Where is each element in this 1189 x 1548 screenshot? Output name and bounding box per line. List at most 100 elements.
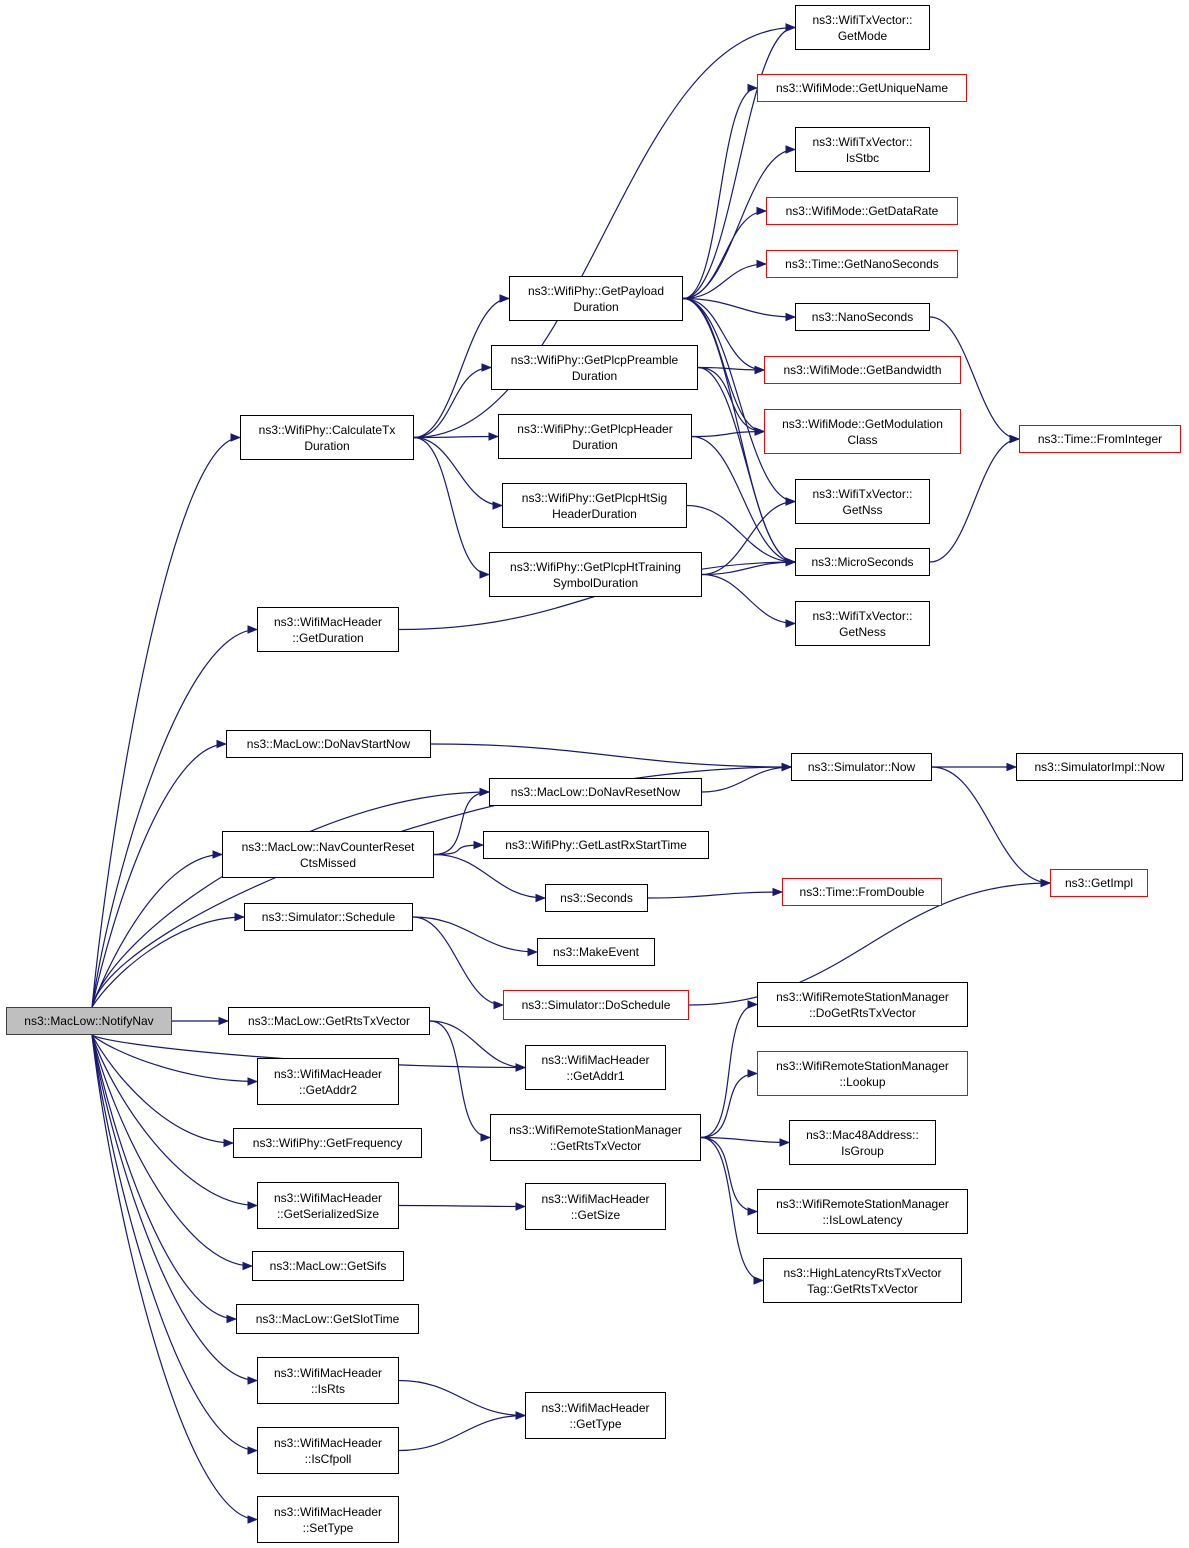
node-simulator-do-schedule[interactable]: ns3::Simulator::DoSchedule <box>503 990 689 1020</box>
node-mac48address-is-group[interactable]: ns3::Mac48Address::IsGroup <box>789 1120 936 1165</box>
node-nanoseconds[interactable]: ns3::NanoSeconds <box>795 303 930 331</box>
node-macheader-get-addr2[interactable]: ns3::WifiMacHeader::GetAddr2 <box>257 1058 399 1105</box>
node-label-line: ::IsRts <box>310 1381 345 1396</box>
node-wifiphy-get-last-rx-start-time[interactable]: ns3::WifiPhy::GetLastRxStartTime <box>483 831 709 859</box>
node-txvector-get-nss[interactable]: ns3::WifiTxVector::GetNss <box>795 479 930 524</box>
node-macheader-is-rts[interactable]: ns3::WifiMacHeader::IsRts <box>257 1357 399 1404</box>
node-make-event[interactable]: ns3::MakeEvent <box>537 938 655 966</box>
node-label-line: ns3::WifiPhy::GetPlcpHtTraining <box>510 559 681 574</box>
edge-calctx-to-plcphdr <box>413 432 500 441</box>
node-maclow-do-nav-reset-now[interactable]: ns3::MacLow::DoNavResetNow <box>489 778 702 806</box>
node-simulatorimpl-now[interactable]: ns3::SimulatorImpl::Now <box>1016 753 1183 781</box>
edge-rsmgetrts-to-highlat <box>700 1136 765 1285</box>
node-label-line: ns3::WifiMacHeader <box>273 1190 383 1205</box>
node-label-line: ns3::WifiPhy::GetPlcpPreamble <box>510 352 679 367</box>
node-simulator-now[interactable]: ns3::Simulator::Now <box>791 753 932 781</box>
node-seconds[interactable]: ns3::Seconds <box>545 884 648 912</box>
edge-payload-to-getmode <box>682 23 797 300</box>
node-simulator-schedule[interactable]: ns3::Simulator::Schedule <box>244 903 413 931</box>
edge-root-to-addr1 <box>91 1034 527 1072</box>
node-label-line: ns3::Simulator::DoSchedule <box>521 998 671 1012</box>
node-remotestationmanager-is-low-latency[interactable]: ns3::WifiRemoteStationManager::IsLowLate… <box>757 1189 968 1234</box>
node-label-line: GetNss <box>842 502 883 517</box>
node-label-line: ns3::GetImpl <box>1064 876 1134 890</box>
node-macheader-get-duration[interactable]: ns3::WifiMacHeader::GetDuration <box>257 607 399 652</box>
edge-root-to-getduration <box>91 625 259 1008</box>
node-macheader-get-serialized-size[interactable]: ns3::WifiMacHeader::GetSerializedSize <box>257 1182 399 1229</box>
edge-calctx-to-htsig <box>413 436 504 510</box>
node-label-line: ns3::WifiPhy::GetPlcpHeader <box>517 421 673 436</box>
edge-httrain-to-getnss <box>701 497 797 576</box>
node-wifiphy-get-frequency[interactable]: ns3::WifiPhy::GetFrequency <box>233 1128 422 1158</box>
node-label-line: Duration <box>572 437 618 452</box>
edge-payload-to-nanosec <box>682 297 797 322</box>
node-remotestationmanager-lookup[interactable]: ns3::WifiRemoteStationManager::Lookup <box>757 1051 968 1096</box>
node-remotestationmanager-do-get-rts-tx-vector[interactable]: ns3::WifiRemoteStationManager::DoGetRtsT… <box>757 982 968 1027</box>
node-label-line: SymbolDuration <box>552 575 639 590</box>
node-remotestationmanager-get-rts-tx-vector[interactable]: ns3::WifiRemoteStationManager::GetRtsTxV… <box>490 1114 701 1161</box>
node-macheader-get-addr1[interactable]: ns3::WifiMacHeader::GetAddr1 <box>525 1045 666 1090</box>
node-label-line: ns3::WifiRemoteStationManager <box>776 1196 949 1211</box>
node-maclow-do-nav-start-now[interactable]: ns3::MacLow::DoNavStartNow <box>226 730 431 758</box>
node-macheader-get-size[interactable]: ns3::WifiMacHeader::GetSize <box>525 1183 666 1230</box>
edge-root-to-frequency <box>91 1034 235 1148</box>
node-label-line: ::DoGetRtsTxVector <box>809 1005 916 1020</box>
edge-root-to-iscfpoll <box>91 1034 259 1455</box>
node-label-line: ns3::WifiTxVector:: <box>812 486 913 501</box>
edge-root-to-sifs <box>91 1034 254 1271</box>
edge-payload-to-datarate <box>682 206 768 300</box>
node-label-line: ns3::WifiPhy::GetFrequency <box>252 1136 403 1150</box>
node-label-line: ns3::MacLow::GetRtsTxVector <box>247 1014 411 1028</box>
node-get-impl[interactable]: ns3::GetImpl <box>1050 869 1148 897</box>
node-wifimode-get-unique-name[interactable]: ns3::WifiMode::GetUniqueName <box>757 74 967 102</box>
node-macheader-set-type[interactable]: ns3::WifiMacHeader::SetType <box>257 1496 399 1543</box>
edge-calctx-to-payload <box>413 294 511 439</box>
edge-httrain-to-getness <box>701 573 797 628</box>
edge-simnow-to-getimpl <box>931 766 1052 888</box>
edge-plcphdr-to-modclass <box>691 427 766 438</box>
node-txvector-get-ness[interactable]: ns3::WifiTxVector::GetNess <box>795 601 930 646</box>
node-time-from-double[interactable]: ns3::Time::FromDouble <box>782 878 942 906</box>
node-maclow-get-slot-time[interactable]: ns3::MacLow::GetSlotTime <box>236 1304 419 1334</box>
edge-navcounter-to-navreset <box>433 787 491 856</box>
node-time-get-nanoseconds[interactable]: ns3::Time::GetNanoSeconds <box>766 250 958 278</box>
node-label-line: ::GetAddr2 <box>298 1082 358 1097</box>
node-txvector-is-stbc[interactable]: ns3::WifiTxVector::IsStbc <box>795 127 930 172</box>
node-label-line: ns3::Seconds <box>560 891 633 905</box>
node-wifimode-get-data-rate[interactable]: ns3::WifiMode::GetDataRate <box>766 197 958 225</box>
edge-calctx-to-httrain <box>413 436 491 579</box>
node-label-line: ns3::WifiMacHeader <box>273 1066 383 1081</box>
node-microseconds[interactable]: ns3::MicroSeconds <box>795 548 930 576</box>
edge-nanosec-to-fromint <box>929 316 1021 444</box>
node-maclow-get-sifs[interactable]: ns3::MacLow::GetSifs <box>252 1251 404 1281</box>
node-macheader-is-cfpoll[interactable]: ns3::WifiMacHeader::IsCfpoll <box>257 1427 399 1474</box>
node-time-from-integer[interactable]: ns3::Time::FromInteger <box>1019 425 1181 453</box>
edge-calctx-to-preamble <box>413 363 493 439</box>
node-label-line: ns3::WifiMacHeader <box>273 1365 383 1380</box>
edge-root-to-navcounter <box>91 850 224 1008</box>
node-label-line: GetNess <box>839 624 886 639</box>
node-label-line: ::GetAddr1 <box>566 1068 625 1083</box>
node-label-line: GetMode <box>837 28 888 43</box>
node-label-line: Duration <box>573 299 619 314</box>
edge-root-to-isrts <box>91 1034 259 1385</box>
edge-doschedule-to-getimpl <box>688 878 1052 1006</box>
edge-rsmgetrts-to-isgroup <box>700 1136 791 1147</box>
node-label-line: Tag::GetRtsTxVector <box>807 1281 918 1296</box>
node-txvector-get-mode[interactable]: ns3::WifiTxVector::GetMode <box>795 5 930 50</box>
node-wifimode-get-bandwidth[interactable]: ns3::WifiMode::GetBandwidth <box>764 356 961 384</box>
node-label-line: ns3::NanoSeconds <box>811 310 914 324</box>
edge-calctx-to-getmode <box>413 23 797 439</box>
node-maclow-get-rts-tx-vector[interactable]: ns3::MacLow::GetRtsTxVector <box>228 1007 430 1035</box>
node-macheader-get-type[interactable]: ns3::WifiMacHeader::GetType <box>525 1392 666 1439</box>
